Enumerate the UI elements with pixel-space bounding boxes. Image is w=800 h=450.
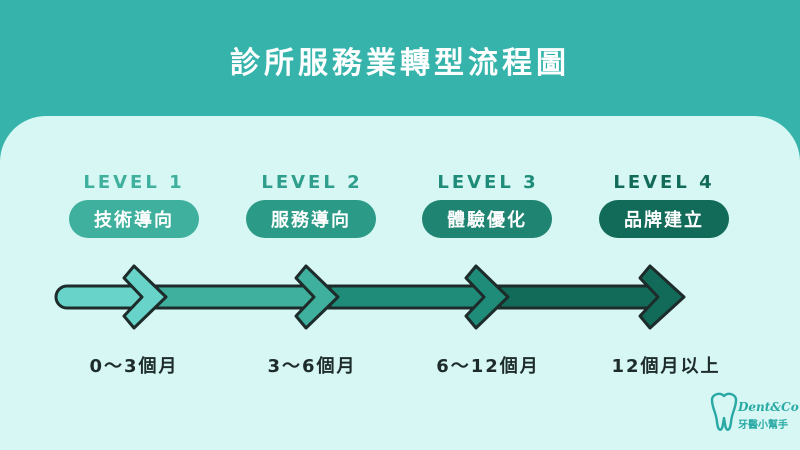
stage-3-pill: 體驗優化: [422, 200, 552, 238]
level-3-label: LEVEL 3: [437, 172, 539, 193]
brand-subtitle: 牙醫小幫手: [738, 420, 788, 431]
brand-logo-text: Dent&Co: [738, 400, 799, 414]
page-title: 診所服務業轉型流程圖: [230, 46, 570, 81]
tooth-icon: [710, 392, 738, 431]
level-1-label: LEVEL 1: [83, 172, 185, 193]
level-4-label: LEVEL 4: [613, 172, 715, 193]
stage-2-pill: 服務導向: [246, 200, 376, 238]
arrow-head-2: [294, 264, 340, 330]
level-2-label: LEVEL 2: [261, 172, 363, 193]
stage-4-time: 12個月以上: [611, 356, 721, 377]
timeline-bar-2: [138, 284, 332, 310]
stage-3-time: 6～12個月: [436, 356, 540, 377]
stage-1-pill: 技術導向: [69, 200, 199, 238]
stage-2-time: 3～6個月: [267, 356, 357, 377]
stage-1-time: 0～3個月: [89, 356, 179, 377]
stage-4-pill: 品牌建立: [599, 200, 729, 238]
arrow-head-3: [464, 264, 510, 330]
arrow-head-1: [122, 264, 168, 330]
arrow-head-4: [638, 264, 686, 330]
